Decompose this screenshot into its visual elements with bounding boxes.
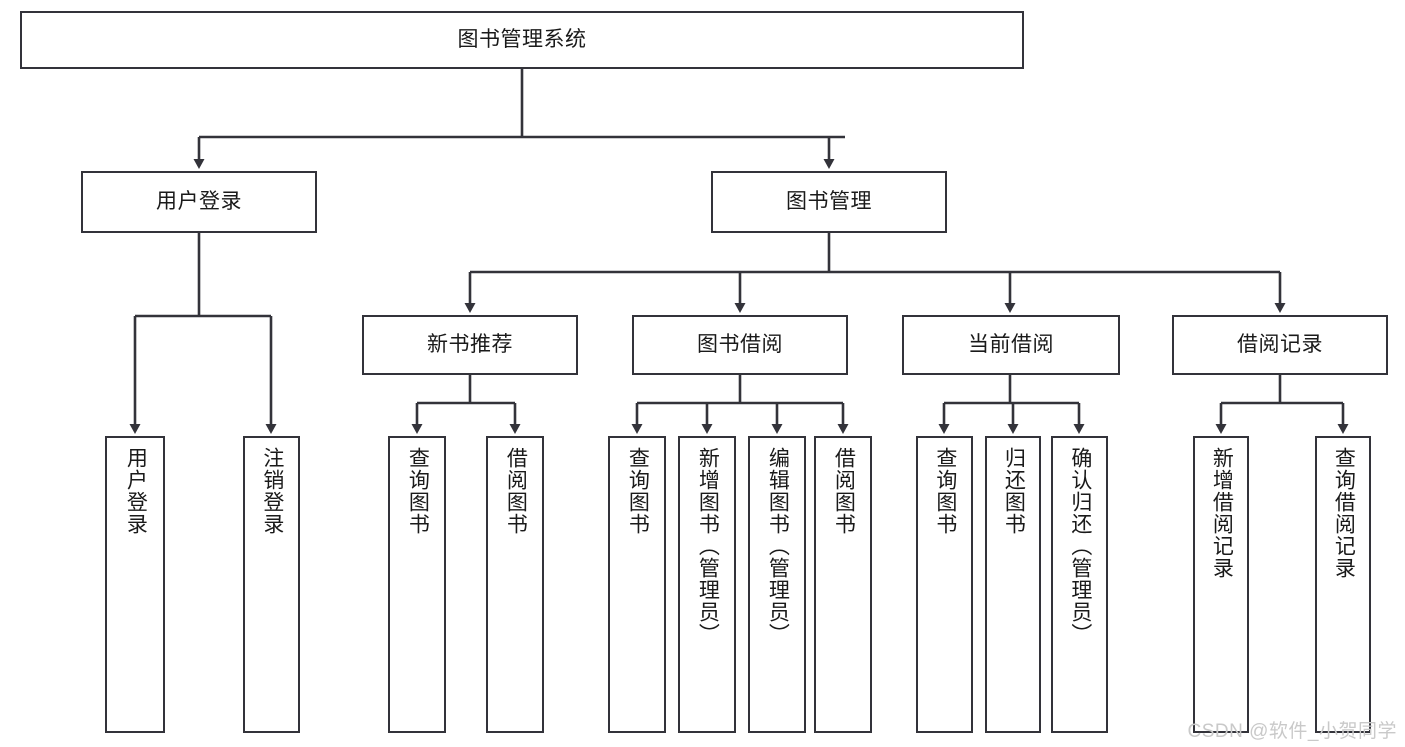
connectors-bookmgmt-to-level3: [464, 233, 1286, 313]
node-label: 查询借阅记录: [1332, 447, 1356, 579]
leaf-borrow-book-recommend[interactable]: 借阅图书: [486, 436, 544, 733]
node-label: 查询图书: [933, 447, 957, 535]
node-label: 注销登录: [260, 447, 284, 535]
leaf-add-borrow-record[interactable]: 新增借阅记录: [1193, 436, 1249, 733]
connectors-newbook-to-leaves: [411, 375, 521, 434]
leaf-query-book-recommend[interactable]: 查询图书: [388, 436, 446, 733]
node-label: 归还图书: [1002, 447, 1026, 535]
node-label: 确认归还（管理员）: [1068, 447, 1092, 645]
leaf-edit-book-admin[interactable]: 编辑图书（管理员）: [748, 436, 806, 733]
node-new-book-recommend[interactable]: 新书推荐: [362, 315, 578, 375]
node-label: 图书借阅: [697, 332, 783, 356]
node-book-management[interactable]: 图书管理: [711, 171, 947, 233]
node-label: 借阅图书: [832, 447, 856, 535]
connectors-userlogin-to-leaves: [129, 233, 277, 434]
node-label: 用户登录: [156, 189, 242, 213]
node-user-login[interactable]: 用户登录: [81, 171, 317, 233]
leaf-query-book-current[interactable]: 查询图书: [916, 436, 973, 733]
leaf-add-book-admin[interactable]: 新增图书（管理员）: [678, 436, 736, 733]
leaf-borrow-book[interactable]: 借阅图书: [814, 436, 872, 733]
node-root-system[interactable]: 图书管理系统: [20, 11, 1024, 69]
leaf-query-borrow-record[interactable]: 查询借阅记录: [1315, 436, 1371, 733]
node-label: 查询图书: [626, 447, 650, 535]
node-label: 编辑图书（管理员）: [766, 447, 790, 645]
leaf-user-login[interactable]: 用户登录: [105, 436, 165, 733]
leaf-confirm-return-admin[interactable]: 确认归还（管理员）: [1051, 436, 1108, 733]
leaf-query-book-borrow[interactable]: 查询图书: [608, 436, 666, 733]
node-label: 图书管理系统: [457, 27, 587, 51]
node-label: 借阅图书: [504, 447, 528, 535]
node-label: 用户登录: [124, 447, 148, 535]
node-label: 当前借阅: [968, 332, 1054, 356]
node-label: 新增借阅记录: [1210, 447, 1234, 579]
leaf-user-logout[interactable]: 注销登录: [243, 436, 300, 733]
connectors-root-to-level2: [193, 69, 845, 169]
node-label: 查询图书: [406, 447, 430, 535]
leaf-return-book[interactable]: 归还图书: [985, 436, 1041, 733]
node-label: 新增图书（管理员）: [696, 447, 720, 645]
connectors-current-to-leaves: [938, 375, 1085, 434]
connectors-records-to-leaves: [1215, 375, 1349, 434]
watermark-text: CSDN @软件_小贺同学: [1187, 721, 1397, 742]
node-label: 新书推荐: [427, 332, 513, 356]
node-borrow-records[interactable]: 借阅记录: [1172, 315, 1388, 375]
node-current-borrow[interactable]: 当前借阅: [902, 315, 1120, 375]
node-book-borrow[interactable]: 图书借阅: [632, 315, 848, 375]
connectors-borrow-to-leaves: [631, 375, 849, 434]
node-label: 借阅记录: [1237, 332, 1323, 356]
node-label: 图书管理: [786, 189, 872, 213]
